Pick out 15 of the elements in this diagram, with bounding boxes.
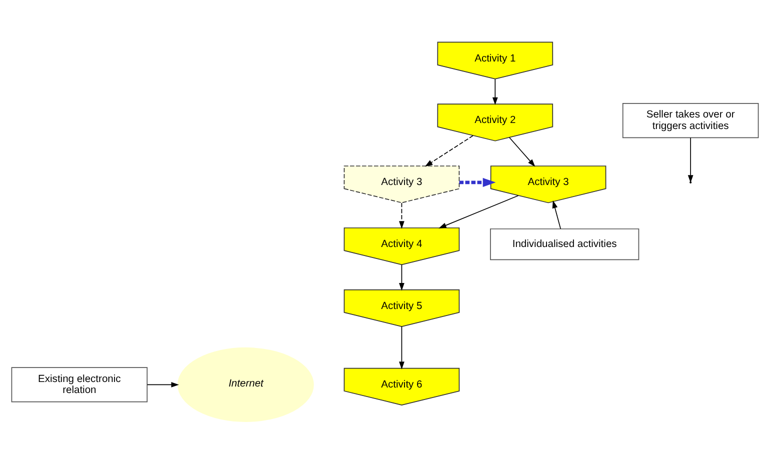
arrow (552, 200, 562, 230)
arrow (508, 137, 536, 167)
arrow (492, 78, 498, 106)
node-ellipse: Internet (178, 347, 314, 422)
arrow (424, 135, 474, 167)
arrow (399, 326, 404, 370)
arrow (459, 178, 496, 187)
arrow (688, 137, 694, 183)
node-box: Seller takes over or triggers activities (622, 102, 759, 138)
node-box: Existing electronic relation (11, 367, 148, 402)
arrow (146, 382, 179, 388)
arrow (399, 264, 404, 291)
arrow (438, 195, 519, 228)
arrow (399, 202, 404, 229)
node-box: Individualised activities (490, 228, 640, 260)
